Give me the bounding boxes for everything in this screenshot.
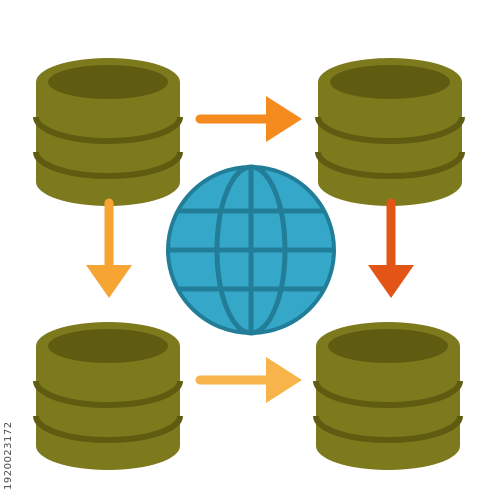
arrow-down-icon-right [368, 198, 414, 298]
arrow-right-icon-top [195, 96, 302, 142]
stock-id-label: 1920023172 [3, 421, 14, 490]
globe-icon [166, 164, 336, 336]
database-icon-top-left [36, 58, 180, 206]
arrow-right-icon-bottom [195, 357, 302, 403]
database-icon-bottom-left [36, 322, 180, 470]
database-icon-bottom-right [316, 322, 460, 470]
arrow-down-icon-left [86, 198, 132, 298]
database-icon-top-right [318, 58, 462, 206]
